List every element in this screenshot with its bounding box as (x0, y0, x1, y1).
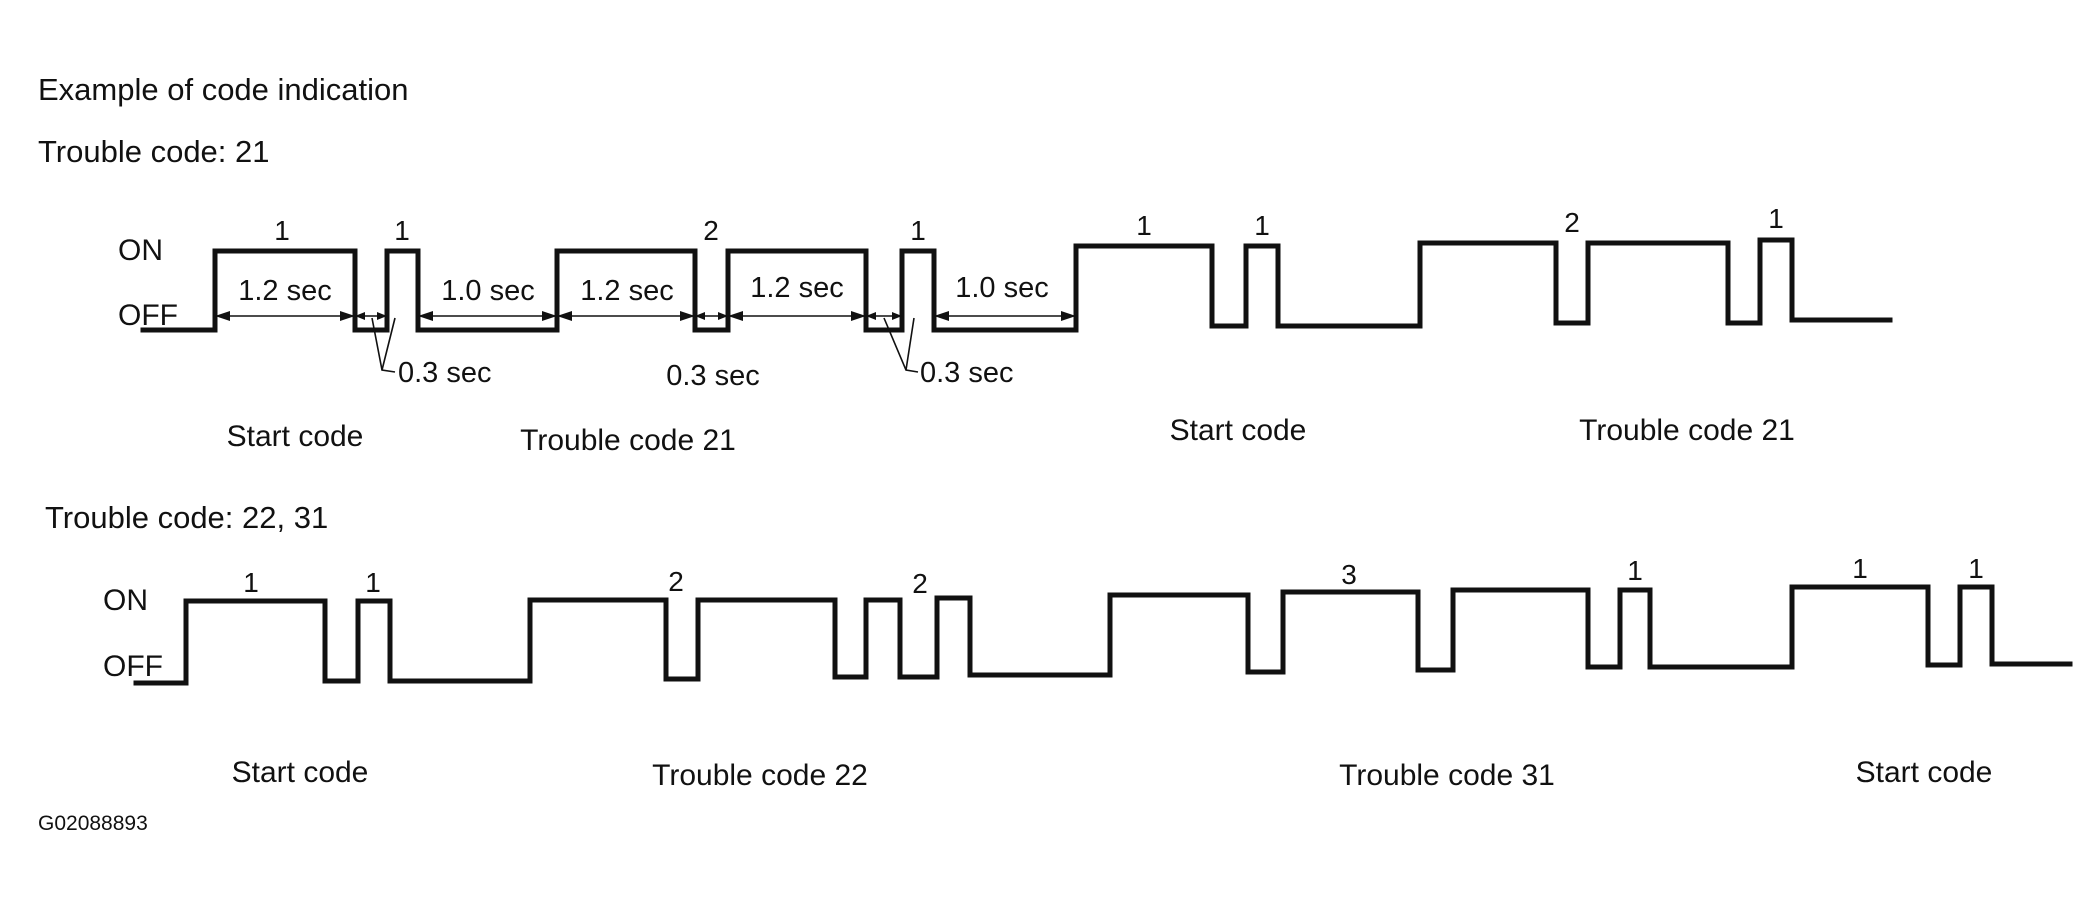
timing-label-1-2-sec: 1.2 sec (238, 275, 332, 307)
timing-dimension-lines (215, 311, 1076, 373)
pulse-count-label: 1 (243, 567, 259, 598)
group-label-trouble-code: Trouble code 31 (1339, 759, 1555, 792)
group-label-start-code: Start code (1170, 414, 1307, 447)
level-label-off: OFF (118, 299, 178, 332)
pulse-count-label: 2 (1564, 207, 1580, 238)
pulse-count-label: 1 (394, 215, 410, 246)
timing-label-1-0-sec: 1.0 sec (955, 272, 1049, 304)
pulse-count-label: 1 (1768, 203, 1784, 234)
pulse-count-label: 1 (1254, 210, 1270, 241)
group-label-trouble-code: Trouble code 21 (1579, 414, 1795, 447)
level-label-off: OFF (103, 650, 163, 683)
pulse-count-label: 1 (274, 215, 290, 246)
group-label-start-code: Start code (232, 756, 369, 789)
timing-label-1-2-sec: 1.2 sec (750, 272, 844, 304)
pulse-count-label: 1 (1968, 553, 1984, 584)
level-label-on: ON (118, 234, 163, 267)
pulse-count-label: 1 (365, 567, 381, 598)
pulse-count-label: 2 (912, 568, 928, 599)
heading-trouble-code-22-31: Trouble code: 22, 31 (45, 500, 328, 535)
timing-label-0-3-sec: 0.3 sec (920, 357, 1014, 389)
figure-id: G02088893 (38, 812, 148, 835)
diagram-title: Example of code indication (38, 72, 409, 107)
pulse-count-label: 1 (1627, 555, 1643, 586)
group-label-trouble-code: Trouble code 22 (652, 759, 868, 792)
timing-label-1-2-sec: 1.2 sec (580, 275, 674, 307)
waveform-trouble-code-21 (140, 237, 1893, 333)
group-label-start-code: Start code (1856, 756, 1993, 789)
group-label-trouble-code: Trouble code 21 (520, 424, 736, 457)
heading-trouble-code-21: Trouble code: 21 (38, 134, 270, 169)
pulse-count-label: 1 (1136, 210, 1152, 241)
pulse-count-label: 1 (1852, 553, 1868, 584)
pulse-count-label: 3 (1341, 559, 1357, 590)
timing-label-0-3-sec: 0.3 sec (666, 360, 760, 392)
timing-label-1-0-sec: 1.0 sec (441, 275, 535, 307)
pulse-count-label: 1 (910, 215, 926, 246)
timing-label-0-3-sec: 0.3 sec (398, 357, 492, 389)
level-label-on: ON (103, 584, 148, 617)
waveform-trouble-code-22-31 (133, 584, 2073, 686)
group-label-start-code: Start code (227, 420, 364, 453)
pulse-count-label: 2 (668, 566, 684, 597)
pulse-count-label: 2 (703, 215, 719, 246)
